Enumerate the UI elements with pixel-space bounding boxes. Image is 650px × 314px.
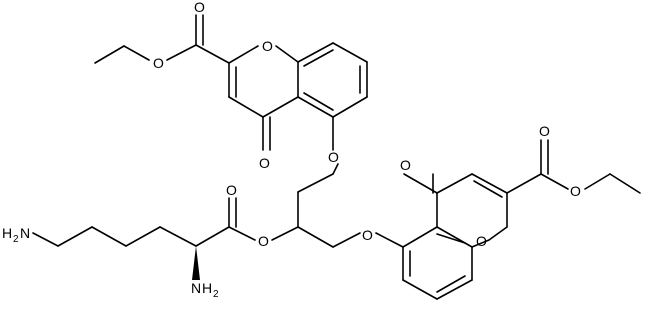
atom-o-ester-double-bottom: O <box>539 123 550 139</box>
bonds <box>32 14 641 300</box>
atom-o-ester-double-top: O <box>194 0 205 15</box>
atom-o-ring-bottom: O <box>476 233 487 249</box>
atom-o-keto-top: O <box>259 155 270 171</box>
atom-labels: O O O O O O O O O O O O N H 2 H 2 N <box>2 0 581 300</box>
amine-alpha-h: H <box>202 280 212 296</box>
amine-alpha-sub: 2 <box>213 289 219 300</box>
atom-o-ring-top: O <box>262 38 273 54</box>
atom-o-ether-top: O <box>328 149 339 165</box>
amine-alpha: N H 2 <box>191 280 219 300</box>
amine-alpha-n: N <box>191 280 201 296</box>
atom-o-ester-single-bottom: O <box>570 183 581 199</box>
atom-o-ether-bottom: O <box>362 227 373 243</box>
amine-epsilon-sub: 2 <box>13 234 19 245</box>
atom-o-ester-single-top: O <box>153 55 164 71</box>
amine-epsilon-n: N <box>20 225 30 241</box>
amine-epsilon-h: H <box>2 225 12 241</box>
stereo-wedge <box>192 246 200 280</box>
amine-epsilon: H 2 N <box>2 225 30 245</box>
atom-o-keto-bottom: O <box>400 157 411 173</box>
atom-o-lys-carbonyl: O <box>226 182 237 198</box>
atom-o-lys-ester: O <box>258 233 269 249</box>
